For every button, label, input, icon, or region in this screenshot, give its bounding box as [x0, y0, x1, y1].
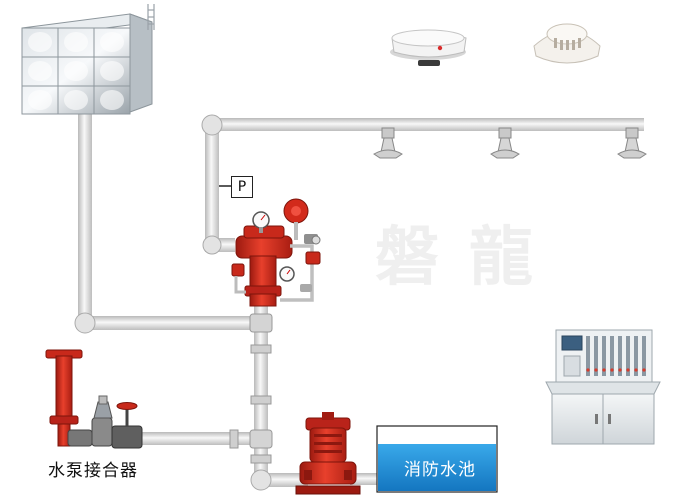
pipe-sprinkler-riser — [205, 122, 219, 248]
watermark-text: 磐龍 — [375, 220, 563, 295]
pipe-tank-riser — [78, 112, 92, 322]
coupling — [250, 344, 272, 354]
pipe-pump-to-pool — [350, 473, 380, 485]
sprinkler-head-icon — [617, 127, 647, 159]
tee-fitting — [249, 429, 273, 449]
tee-fitting — [249, 313, 273, 333]
elbow — [201, 114, 223, 136]
fire-pool-label: 消防水池 — [404, 460, 476, 480]
pipe-horizontal-mid — [84, 316, 262, 330]
elbow — [202, 235, 222, 255]
coupling — [229, 429, 239, 449]
pipe-sprinkler-main — [212, 118, 644, 131]
fire-pump-icon — [295, 412, 361, 495]
water-tank — [21, 4, 155, 115]
pipe-connector — [140, 432, 260, 445]
elbow — [74, 312, 96, 334]
pump-connector-label: 水泵接合器 — [48, 461, 138, 481]
fire-alarm-control-panel — [545, 329, 661, 445]
coupling — [250, 454, 272, 464]
pump-connector-icon — [45, 349, 143, 449]
alarm-valve-icon — [231, 198, 321, 307]
heat-detector-icon — [533, 23, 601, 64]
elbow — [250, 469, 272, 491]
pressure-switch-label: P — [231, 176, 253, 198]
fire-pool — [376, 425, 498, 493]
pipe-network — [74, 112, 644, 491]
coupling — [250, 395, 272, 405]
sprinkler-head-icon — [490, 127, 520, 159]
sprinkler-head-icon — [373, 127, 403, 159]
smoke-detector-icon — [390, 29, 467, 66]
